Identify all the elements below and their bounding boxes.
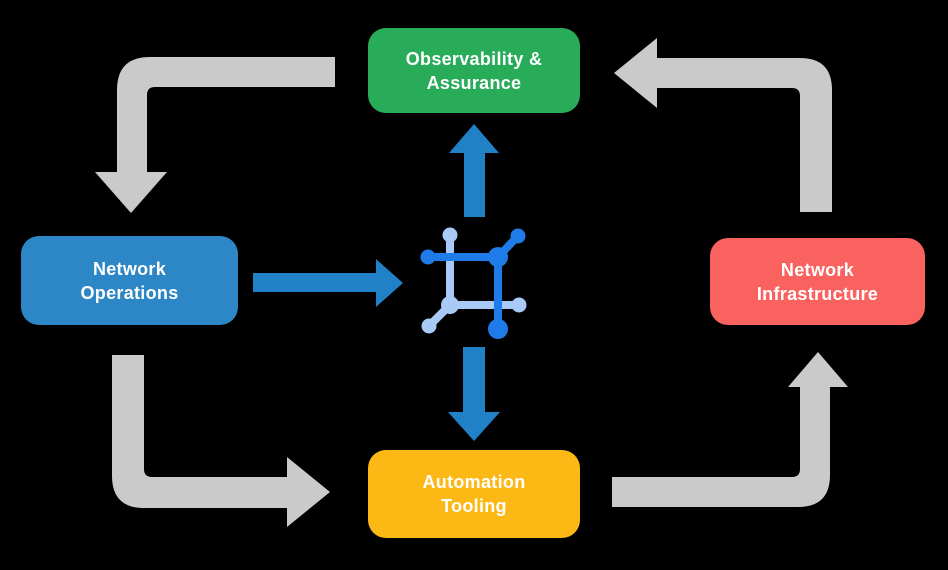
node-observability-assurance: Observability & Assurance bbox=[368, 28, 580, 113]
arrow-automation-to-infrastructure-icon bbox=[612, 352, 848, 507]
arrow-infrastructure-to-observability-icon bbox=[614, 38, 832, 212]
arrow-operations-to-center-icon bbox=[253, 259, 403, 307]
mesh-light-dots bbox=[421, 227, 527, 334]
node-automation-tooling-label: Automation Tooling bbox=[422, 472, 526, 516]
node-automation-tooling: Automation Tooling bbox=[368, 450, 580, 538]
node-observability-assurance-label: Observability & Assurance bbox=[405, 48, 543, 93]
node-network-operations: Network Operations bbox=[21, 236, 238, 325]
node-network-infrastructure: Network Infrastructure bbox=[710, 238, 925, 325]
arrow-operations-to-automation-icon bbox=[112, 355, 330, 527]
node-network-operations-label: Network Operations bbox=[80, 258, 179, 303]
arrow-center-to-observability-icon bbox=[449, 124, 499, 217]
mesh-dark-dots bbox=[420, 228, 526, 339]
node-network-infrastructure-label: Network Infrastructure bbox=[756, 259, 879, 304]
blue-link-arrows bbox=[253, 124, 500, 441]
mesh-network-icon bbox=[420, 227, 527, 339]
gray-cycle-arrows bbox=[95, 38, 848, 527]
arrow-center-to-automation-icon bbox=[448, 347, 500, 441]
arrow-observability-to-operations-icon bbox=[95, 57, 335, 213]
